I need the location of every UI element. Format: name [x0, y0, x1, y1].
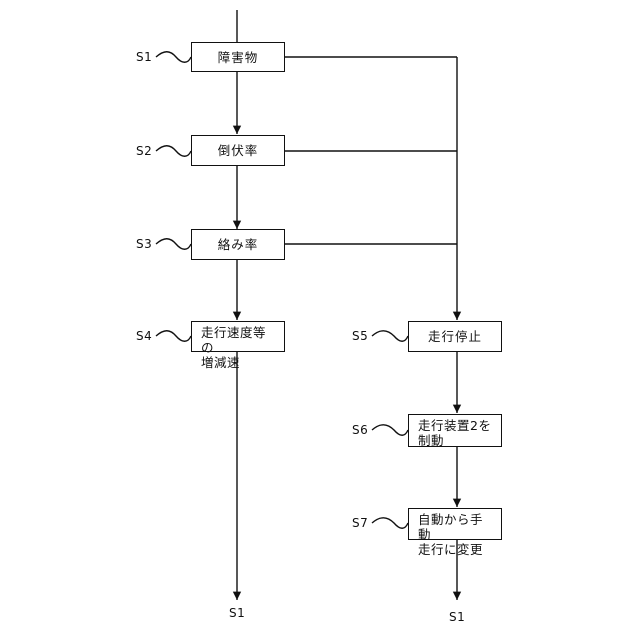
end-label-left: S1 [229, 606, 245, 620]
step-text-s4-line1: 走行速度等の [201, 325, 278, 355]
step-box-s1: 障害物 [191, 42, 285, 72]
step-label-s5: S5 [352, 329, 368, 343]
leader-s2 [156, 146, 191, 157]
step-box-s4: 走行速度等の 増減速 [191, 321, 285, 352]
step-box-s2: 倒伏率 [191, 135, 285, 166]
step-label-s2: S2 [136, 144, 152, 158]
step-text-s4-line2: 増減速 [201, 355, 278, 370]
step-text-s2: 倒伏率 [218, 143, 259, 158]
step-text-s7-line1: 自動から手動 [418, 512, 495, 542]
leader-s4 [156, 331, 191, 342]
step-label-s3: S3 [136, 237, 152, 251]
step-label-s4: S4 [136, 329, 152, 343]
leader-s1 [156, 52, 191, 63]
step-label-s7: S7 [352, 516, 368, 530]
end-label-right: S1 [449, 610, 465, 624]
leader-s6 [372, 425, 408, 436]
step-label-s6: S6 [352, 423, 368, 437]
step-box-s7: 自動から手動 走行に変更 [408, 508, 502, 540]
step-box-s5: 走行停止 [408, 321, 502, 352]
step-text-s7-line2: 走行に変更 [418, 542, 495, 557]
step-box-s6: 走行装置2を 制動 [408, 414, 502, 447]
step-text-s3: 絡み率 [218, 237, 259, 252]
step-box-s3: 絡み率 [191, 229, 285, 260]
step-text-s5: 走行停止 [428, 329, 482, 344]
step-text-s6-line1: 走行装置2を [418, 418, 495, 433]
step-text-s6-line2: 制動 [418, 433, 495, 448]
step-label-s1: S1 [136, 50, 152, 64]
step-text-s1: 障害物 [218, 50, 259, 65]
leader-s5 [372, 331, 408, 342]
leader-s3 [156, 239, 191, 250]
leader-s7 [372, 518, 408, 529]
